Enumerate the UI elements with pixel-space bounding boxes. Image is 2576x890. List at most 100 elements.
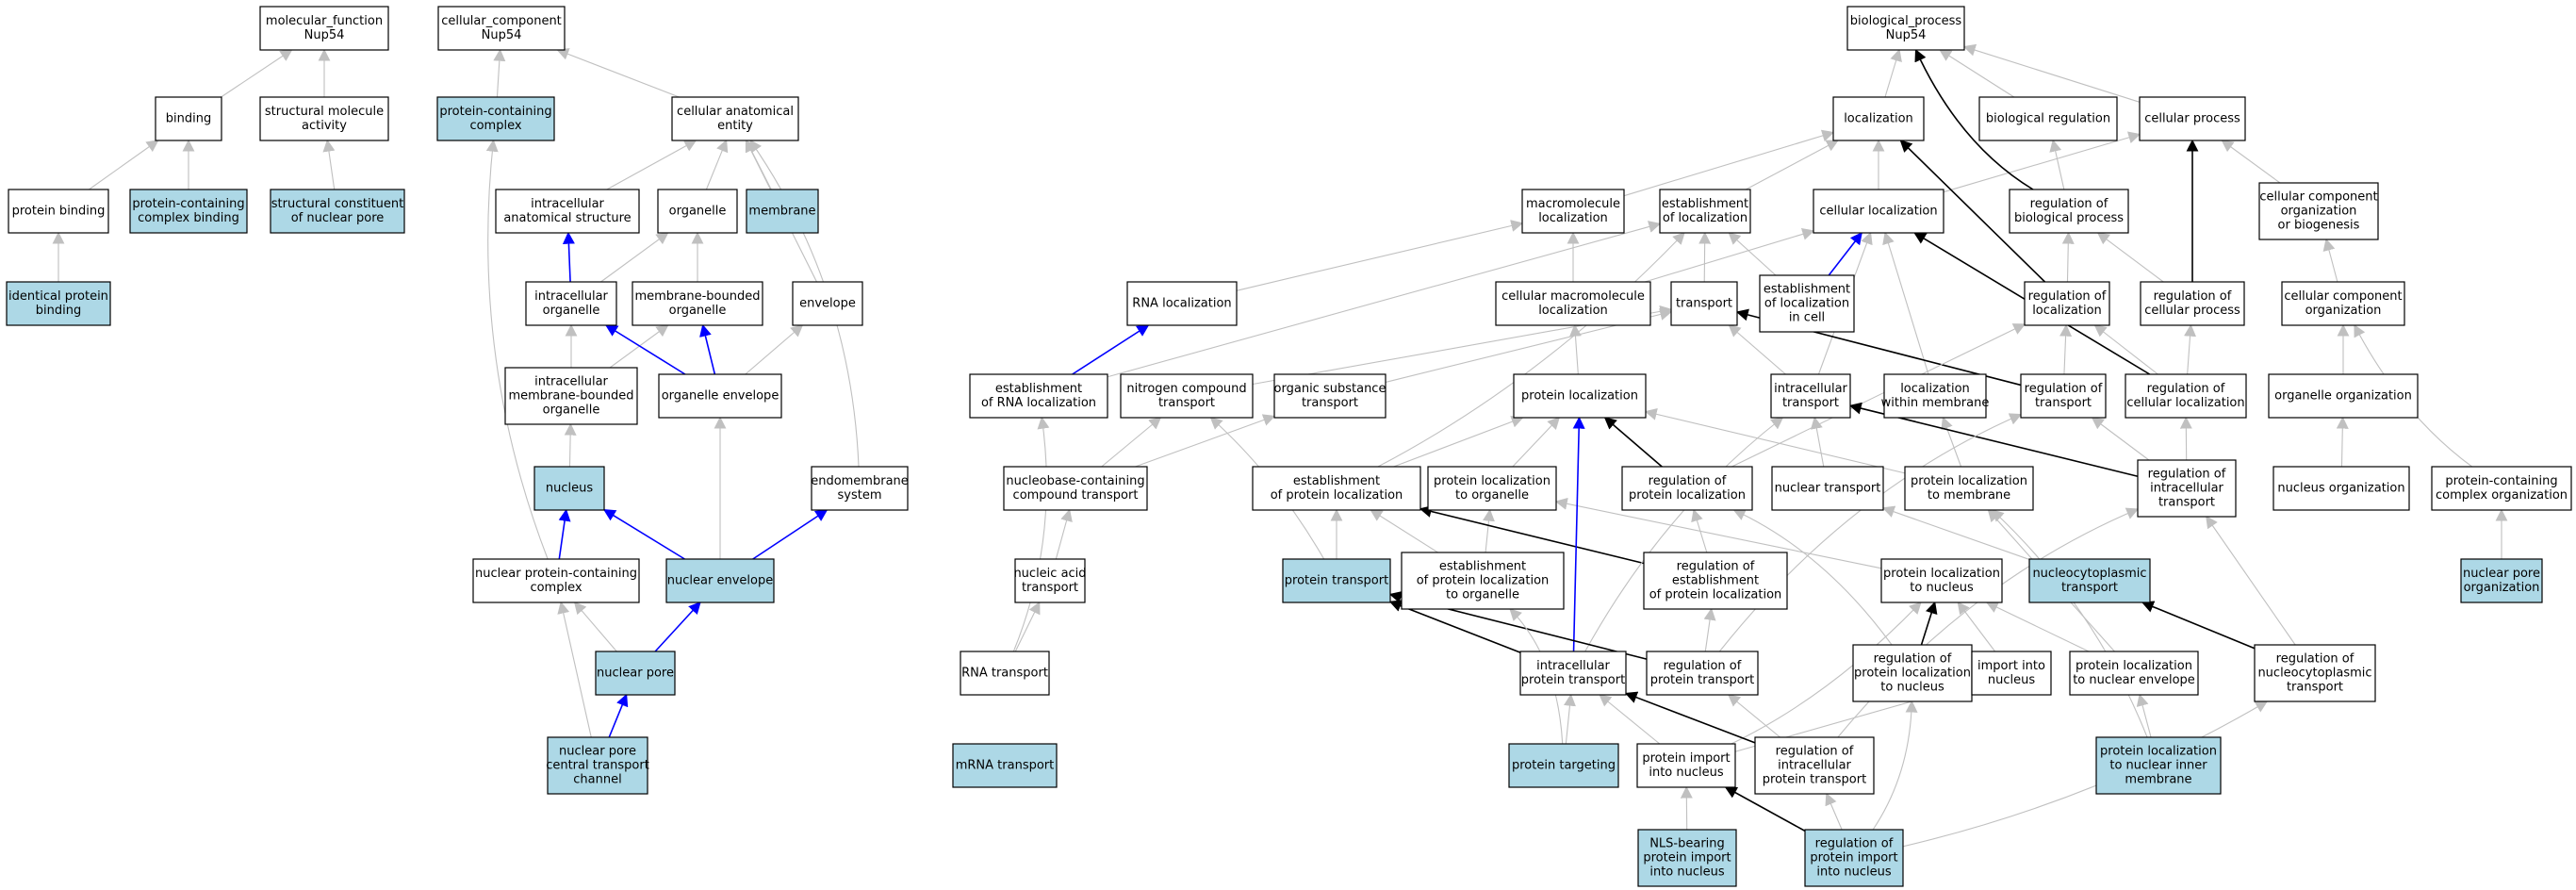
node-label: nucleus	[1988, 673, 2035, 687]
node-mrna[interactable]: mRNA transport	[952, 743, 1058, 788]
node-norg[interactable]: nucleus organization	[2272, 466, 2410, 511]
edge-ipt-to-ptrans	[1388, 600, 1521, 653]
node-label: binding	[166, 112, 211, 126]
node-label: of RNA localization	[981, 396, 1096, 410]
node-box	[2024, 281, 2110, 326]
node-cloc[interactable]: cellular localization	[1813, 189, 1944, 234]
node-label: channel	[573, 773, 621, 787]
node-ptrans[interactable]: protein transport	[1282, 558, 1391, 603]
node-label: to organelle	[1446, 588, 1519, 602]
node-label: protein import	[1642, 751, 1730, 766]
node-membrane[interactable]: membrane	[746, 189, 819, 234]
edge-rnat-to-nat	[1014, 601, 1041, 652]
node-label: organization	[2464, 581, 2540, 595]
node-breg[interactable]: biological regulation	[1978, 96, 2118, 141]
node-ploc[interactable]: protein localization	[1513, 373, 1647, 419]
edge-rpin-to-rpln	[1872, 700, 1918, 831]
node-rnaloc[interactable]: RNA localization	[1126, 281, 1238, 326]
node-box	[1770, 373, 1851, 419]
node-organelle[interactable]: organelle	[657, 189, 738, 234]
edge-nenv-to-nucleus	[602, 508, 685, 560]
node-npore[interactable]: nuclear pore	[595, 651, 676, 696]
node-oorg[interactable]: organelle organization	[2268, 373, 2419, 419]
edge-ript-to-rpt	[1727, 694, 1780, 738]
edge-rnat-to-erna	[1012, 416, 1050, 652]
edge-rcl-to-rloc	[2093, 324, 2158, 375]
node-label: establishment	[1764, 283, 1850, 297]
node-envelope[interactable]: envelope	[792, 281, 863, 326]
node-nenv[interactable]: nuclear envelope	[665, 558, 775, 603]
node-box	[1846, 6, 1965, 51]
node-ptarg[interactable]: protein targeting	[1508, 743, 1619, 788]
node-label: regulation of	[2154, 289, 2232, 304]
node-box	[1883, 373, 1987, 419]
node-binding[interactable]: binding	[155, 96, 222, 141]
node-transport[interactable]: transport	[1670, 281, 1738, 326]
node-oenv[interactable]: organelle envelope	[658, 373, 782, 419]
node-ntrans[interactable]: nuclear transport	[1771, 466, 1884, 511]
node-pbind[interactable]: protein binding	[8, 189, 109, 234]
node-nucleus[interactable]: nucleus	[533, 466, 605, 511]
node-loc[interactable]: localization	[1832, 96, 1925, 141]
node-rnat[interactable]: RNA transport	[960, 651, 1050, 696]
node-cproc[interactable]: cellular process	[2139, 96, 2246, 141]
node-label: organelle organization	[2274, 389, 2412, 404]
